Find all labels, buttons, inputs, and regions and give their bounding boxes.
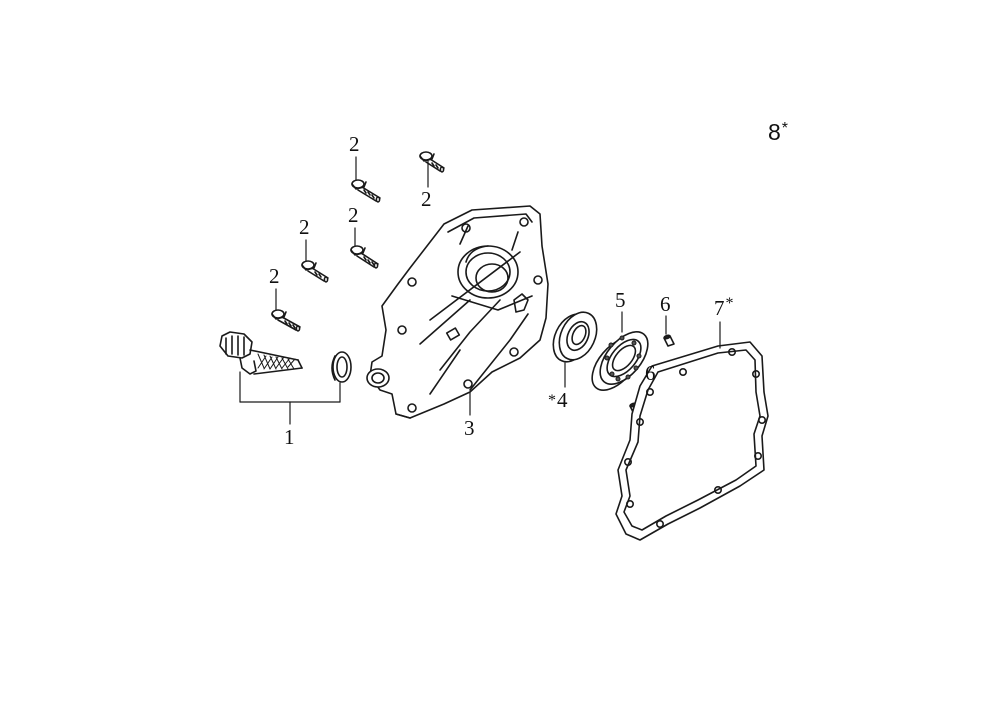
callout-6-b: 6: [645, 363, 656, 384]
cover-gasket-icon: [615, 341, 769, 541]
callout-7-number: 7: [714, 296, 725, 320]
callout-2-e-number: 2: [269, 264, 280, 288]
bolt-e: [271, 309, 301, 332]
callout-2-d: 2: [299, 217, 310, 238]
callout-5: 5: [615, 290, 626, 311]
callout-2-d-number: 2: [299, 215, 310, 239]
dowel-pin-upper: [663, 334, 675, 347]
kit-asterisk: *: [781, 120, 789, 137]
bolt-b: [419, 151, 445, 173]
callout-4-asterisk: *: [548, 392, 556, 409]
callout-1: 1: [284, 427, 295, 448]
callout-2-e: 2: [269, 266, 280, 287]
oil-seal-icon: [552, 311, 598, 363]
callout-6-b-number: 6: [645, 361, 656, 385]
callout-6-a: 6: [660, 294, 671, 315]
callout-5-number: 5: [615, 288, 626, 312]
callout-2-a: 2: [349, 134, 360, 155]
callout-3-number: 3: [464, 416, 475, 440]
callout-2-b-number: 2: [421, 187, 432, 211]
callout-1-number: 1: [284, 425, 295, 449]
bolt-leaders: [275, 156, 429, 311]
bolt-c: [350, 245, 379, 269]
callout-3: 3: [464, 418, 475, 439]
callout-2-c-number: 2: [348, 203, 359, 227]
o-ring-icon: [331, 351, 352, 383]
callout-2-b: 2: [421, 189, 432, 210]
callout-4-number: 4: [557, 388, 568, 412]
crankcase-cover-icon: [366, 205, 549, 419]
bolt-d: [301, 260, 329, 283]
callout-2-c: 2: [348, 205, 359, 226]
callout-2-a-number: 2: [349, 132, 360, 156]
item-1-bracket: [239, 371, 341, 425]
callout-7-asterisk: *: [725, 295, 734, 312]
ball-bearing-icon: [591, 331, 649, 391]
callout-6-a-number: 6: [660, 292, 671, 316]
callout-7: 7*: [714, 295, 734, 320]
callout-4: *4: [548, 390, 568, 411]
kit-number: 8: [768, 119, 781, 145]
bolt-a: [351, 179, 381, 203]
oil-filler-cap-dipstick-icon: [219, 331, 303, 375]
kit-label: 8*: [768, 121, 788, 144]
